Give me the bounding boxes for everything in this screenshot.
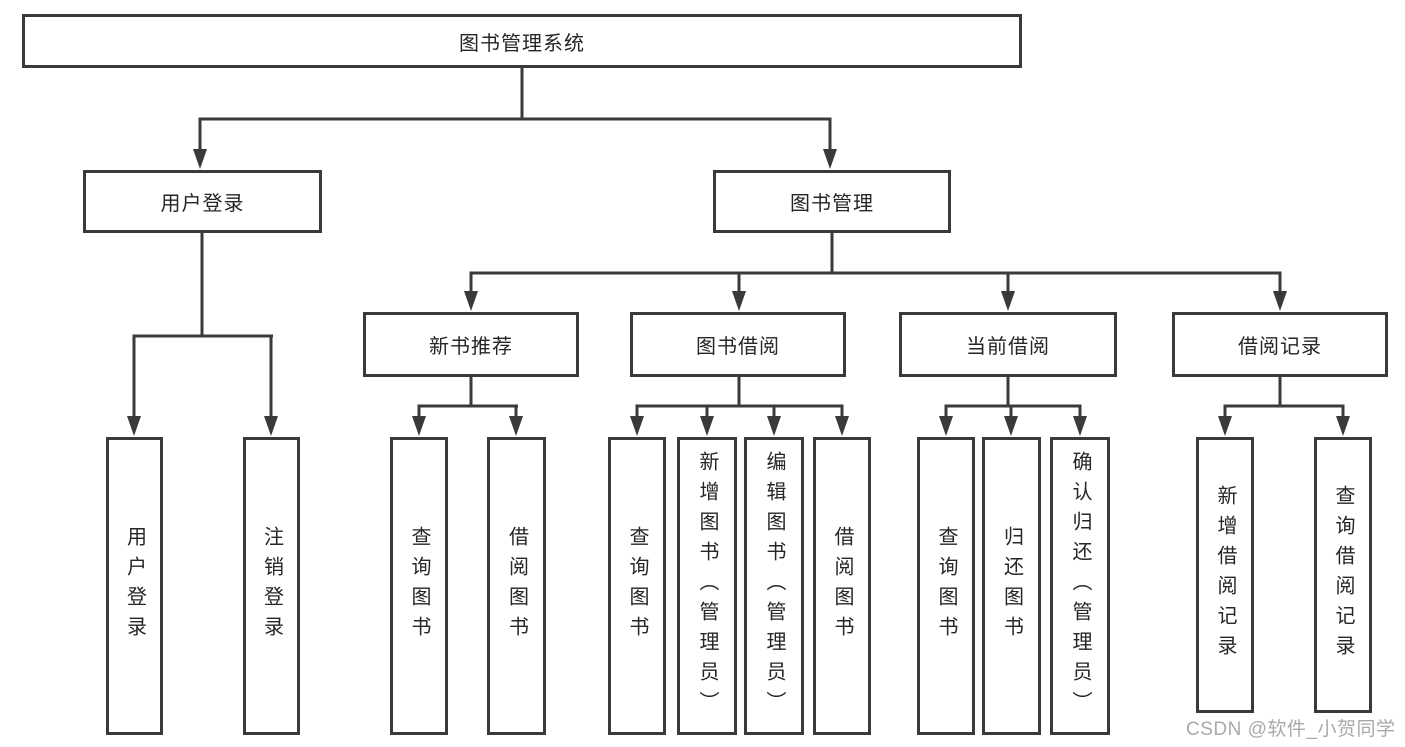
node-current-borrowing: 当前借阅 (899, 312, 1117, 377)
node-user-login-branch: 用户登录 (83, 170, 322, 233)
leaf-borrow-books: 借阅图书 (813, 437, 871, 735)
leaf-label: 查询图书 (935, 526, 957, 646)
leaf-query-borrow-record: 查询借阅记录 (1314, 437, 1372, 713)
node-label: 用户登录 (160, 193, 245, 215)
node-label: 图书借阅 (696, 336, 780, 358)
node-label: 借阅记录 (1238, 336, 1322, 358)
node-book-management-branch: 图书管理 (713, 170, 951, 233)
leaf-label: 新增图书（管理员） (696, 451, 718, 721)
leaf-confirm-return-admin: 确认归还（管理员） (1050, 437, 1110, 735)
node-book-borrowing: 图书借阅 (630, 312, 846, 377)
node-label: 当前借阅 (966, 336, 1050, 358)
leaf-edit-books-admin: 编辑图书（管理员） (744, 437, 804, 735)
leaf-label: 借阅图书 (831, 526, 853, 646)
leaf-borrow-books-recommend: 借阅图书 (487, 437, 546, 735)
leaf-label: 查询借阅记录 (1332, 485, 1354, 665)
leaf-query-books-recommend: 查询图书 (390, 437, 448, 735)
node-label: 图书管理 (790, 193, 874, 215)
leaf-label: 确认归还（管理员） (1069, 451, 1091, 721)
csdn-watermark: CSDN @软件_小贺同学 (1186, 719, 1396, 740)
leaf-label: 编辑图书（管理员） (763, 451, 785, 721)
node-root-library-management-system: 图书管理系统 (22, 14, 1022, 68)
leaf-label: 借阅图书 (505, 526, 528, 646)
leaf-add-borrow-record: 新增借阅记录 (1196, 437, 1254, 713)
leaf-label: 注销登录 (260, 526, 283, 646)
leaf-query-books-borrow: 查询图书 (608, 437, 666, 735)
node-borrowing-records: 借阅记录 (1172, 312, 1388, 377)
leaf-label: 用户登录 (123, 526, 146, 646)
leaf-user-login: 用户登录 (106, 437, 163, 735)
leaf-query-books-current: 查询图书 (917, 437, 975, 735)
leaf-logout: 注销登录 (243, 437, 300, 735)
node-label: 新书推荐 (429, 336, 513, 358)
leaf-label: 新增借阅记录 (1214, 485, 1236, 665)
leaf-label: 查询图书 (408, 526, 430, 646)
node-new-book-recommendation: 新书推荐 (363, 312, 579, 377)
node-label: 图书管理系统 (459, 32, 585, 55)
leaf-add-books-admin: 新增图书（管理员） (677, 437, 737, 735)
leaf-return-books: 归还图书 (982, 437, 1041, 735)
leaf-label: 查询图书 (626, 526, 648, 646)
leaf-label: 归还图书 (1000, 526, 1023, 646)
